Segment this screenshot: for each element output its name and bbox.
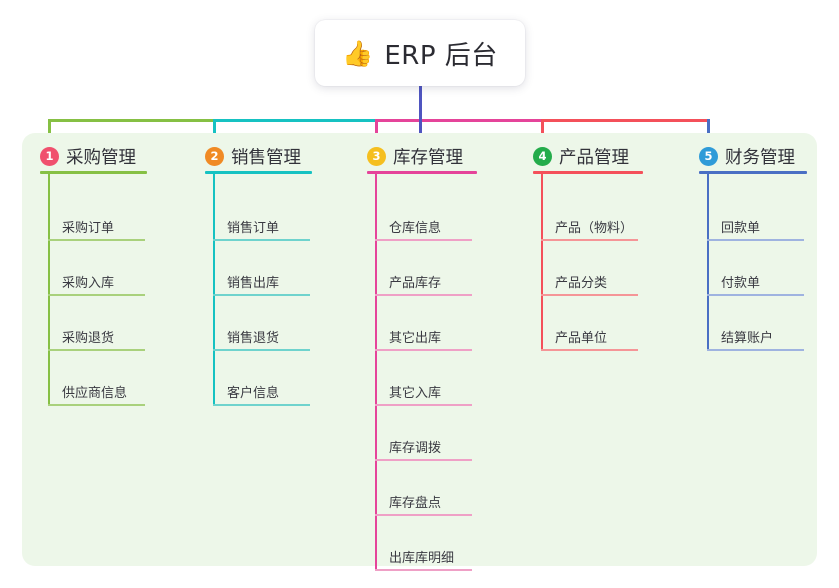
branch-underline	[533, 171, 643, 174]
leaf-item-label[interactable]: 产品单位	[555, 331, 608, 346]
leaf-item-label[interactable]: 产品库存	[389, 276, 442, 291]
leaf-item-underline	[213, 239, 310, 241]
leaf-item-label[interactable]: 采购退货	[62, 331, 115, 346]
leaf-item-underline	[48, 349, 145, 351]
leaf-item-label[interactable]: 产品（物料）	[555, 221, 634, 236]
branch-header-5[interactable]: 5 财务管理	[699, 144, 795, 169]
branch-number-badge: 2	[205, 147, 224, 166]
leaf-item-underline	[375, 569, 472, 571]
branch-underline	[367, 171, 477, 174]
leaf-item-label[interactable]: 库存调拨	[389, 441, 442, 456]
branch-underline	[40, 171, 147, 174]
branch-spine	[375, 171, 377, 569]
leaf-item-underline	[375, 514, 472, 516]
leaf-item-underline	[707, 294, 804, 296]
branch-title: 财务管理	[725, 148, 795, 168]
branch-header-2[interactable]: 2 销售管理	[205, 144, 301, 169]
branch-header-1[interactable]: 1 采购管理	[40, 144, 136, 169]
leaf-item-label[interactable]: 供应商信息	[62, 386, 128, 401]
branch-number-badge: 3	[367, 147, 386, 166]
leaf-item-label[interactable]: 销售出库	[227, 276, 280, 291]
branch-spine	[707, 171, 709, 349]
leaf-item-label[interactable]: 付款单	[721, 276, 761, 291]
leaf-item-underline	[213, 294, 310, 296]
leaf-item-label[interactable]: 出库库明细	[389, 551, 455, 566]
root-center-drop	[418, 119, 422, 142]
branch-title: 销售管理	[231, 148, 301, 168]
thumbs-up-icon: 👍	[342, 38, 374, 68]
trunk-segment-4	[541, 119, 710, 122]
leaf-item-label[interactable]: 库存盘点	[389, 496, 442, 511]
leaf-item-underline	[375, 349, 472, 351]
leaf-item-label[interactable]: 其它出库	[389, 331, 442, 346]
branch-number-badge: 1	[40, 147, 59, 166]
trunk-segment-1	[48, 119, 216, 122]
leaf-item-underline	[375, 459, 472, 461]
leaf-item-underline	[375, 294, 472, 296]
branch-number-badge: 4	[533, 147, 552, 166]
trunk-segment-3	[375, 119, 544, 122]
leaf-item-label[interactable]: 客户信息	[227, 386, 280, 401]
branch-underline	[699, 171, 807, 174]
branch-spine	[48, 171, 50, 404]
leaf-item-label[interactable]: 仓库信息	[389, 221, 442, 236]
root-stem-connector	[418, 86, 422, 122]
leaf-item-underline	[48, 294, 145, 296]
leaf-item-label[interactable]: 采购入库	[62, 276, 115, 291]
leaf-item-underline	[48, 239, 145, 241]
branch-header-3[interactable]: 3 库存管理	[367, 144, 463, 169]
root-node-content: 👍 ERP 后台	[342, 35, 498, 72]
root-node-erp-backend[interactable]: 👍 ERP 后台	[315, 20, 525, 86]
leaf-item-underline	[213, 404, 310, 406]
leaf-item-underline	[541, 349, 638, 351]
trunk-segment-2	[213, 119, 378, 122]
root-node-title: ERP 后台	[384, 40, 498, 71]
leaf-item-underline	[213, 349, 310, 351]
leaf-item-underline	[541, 239, 638, 241]
leaf-item-underline	[707, 239, 804, 241]
leaf-item-underline	[541, 294, 638, 296]
leaf-item-label[interactable]: 产品分类	[555, 276, 608, 291]
leaf-item-underline	[375, 404, 472, 406]
leaf-item-label[interactable]: 采购订单	[62, 221, 115, 236]
branch-title: 库存管理	[393, 148, 463, 168]
branch-title: 采购管理	[66, 148, 136, 168]
leaf-item-label[interactable]: 销售退货	[227, 331, 280, 346]
branch-spine	[541, 171, 543, 349]
branch-panel: 1 采购管理采购订单采购入库采购退货供应商信息 2 销售管理销售订单销售出库销售退货客…	[22, 133, 817, 571]
leaf-item-label[interactable]: 其它入库	[389, 386, 442, 401]
leaf-item-label[interactable]: 销售订单	[227, 221, 280, 236]
leaf-item-underline	[707, 349, 804, 351]
leaf-item-underline	[48, 404, 145, 406]
leaf-item-label[interactable]: 回款单	[721, 221, 761, 236]
branch-number-badge: 5	[699, 147, 718, 166]
leaf-item-underline	[375, 239, 472, 241]
branch-spine	[213, 171, 215, 404]
branch-header-4[interactable]: 4 产品管理	[533, 144, 629, 169]
leaf-item-label[interactable]: 结算账户	[721, 331, 774, 346]
branch-underline	[205, 171, 312, 174]
branch-title: 产品管理	[559, 148, 629, 168]
